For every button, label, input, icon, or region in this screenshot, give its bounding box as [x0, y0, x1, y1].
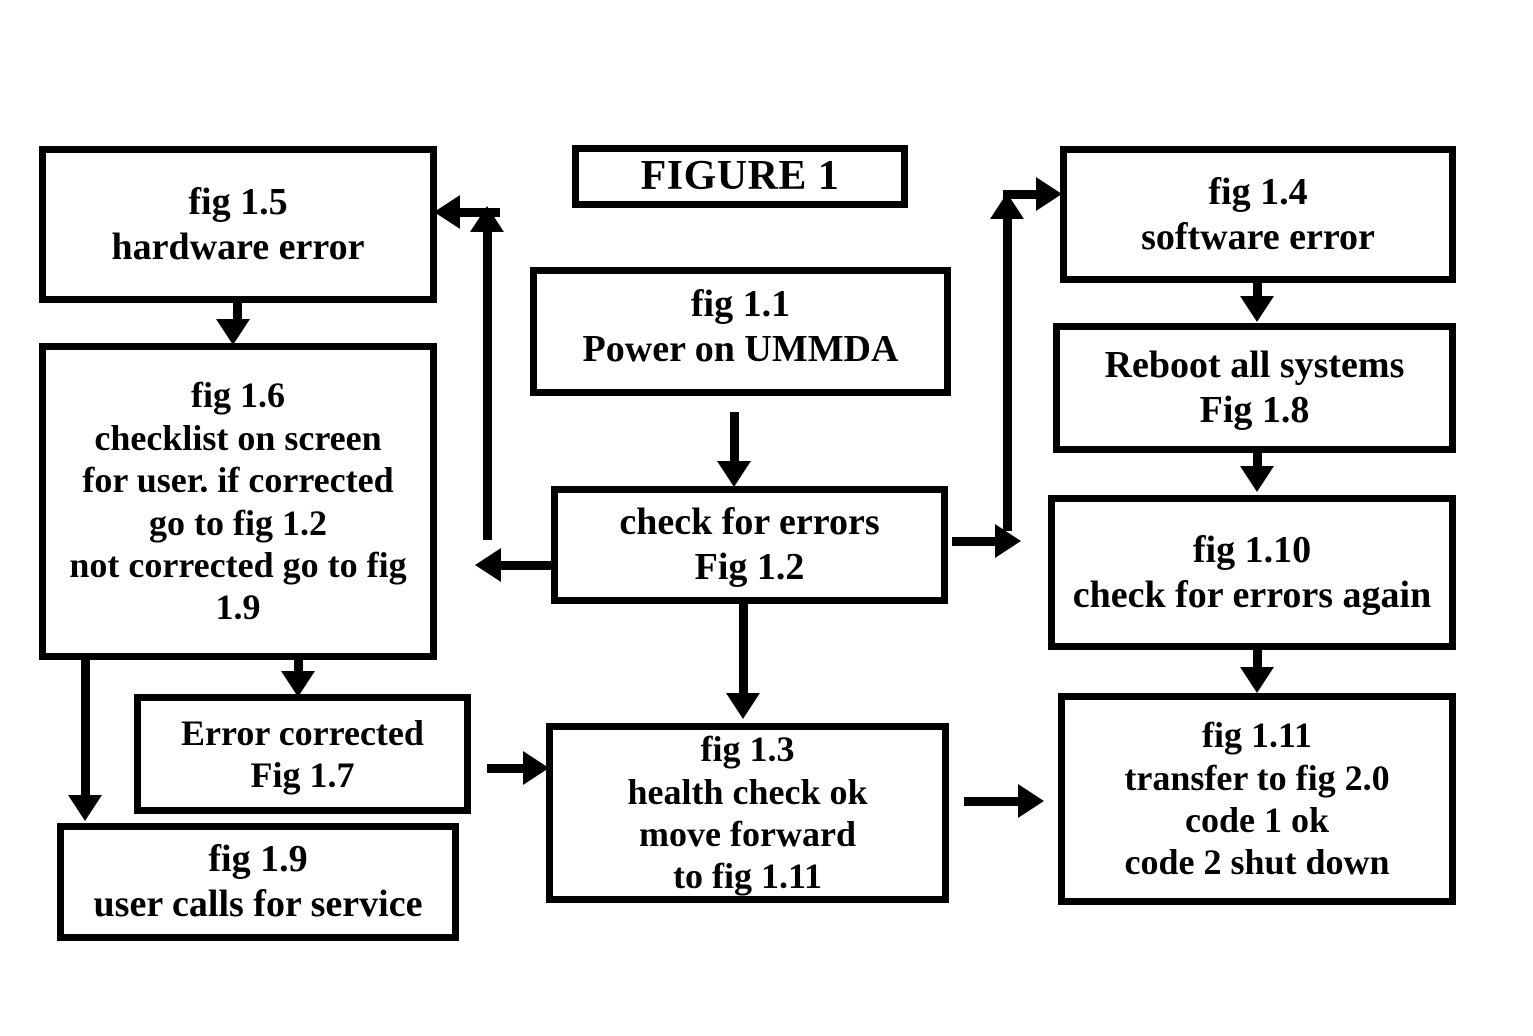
node-fig-1-8-label: Reboot all systems Fig 1.8	[1104, 344, 1405, 431]
arrow-down-icon	[726, 693, 760, 719]
arrow-down-icon	[1240, 296, 1274, 322]
node-fig-1-10-label: fig 1.10 check for errors again	[1072, 528, 1432, 616]
node-fig-1-8[interactable]: Reboot all systems Fig 1.8	[1053, 323, 1456, 453]
arrow-down-icon	[1240, 667, 1274, 693]
node-fig-1-9-label: fig 1.9 user calls for service	[93, 838, 423, 925]
arrow-right-icon	[1036, 177, 1062, 211]
arrow-left-icon	[475, 548, 501, 582]
node-fig-1-1-label: fig 1.1 Power on UMMDA	[582, 283, 899, 370]
node-fig-1-2-label: check for errors Fig 1.2	[619, 501, 880, 588]
node-fig-1-3[interactable]: fig 1.3 health check ok move forward to …	[546, 723, 949, 903]
arrow-down-icon	[1240, 466, 1274, 492]
arrow-down-icon	[717, 461, 751, 487]
node-fig-1-11-label: fig 1.11 transfer to fig 2.0 code 1 ok c…	[1124, 715, 1390, 883]
arrow-left-icon	[434, 195, 460, 229]
node-fig-1-11[interactable]: fig 1.11 transfer to fig 2.0 code 1 ok c…	[1058, 693, 1456, 905]
node-fig-1-3-label: fig 1.3 health check ok move forward to …	[627, 729, 868, 897]
node-fig-1-1[interactable]: fig 1.1 Power on UMMDA	[530, 267, 951, 396]
arrow-down-icon	[216, 319, 250, 345]
arrow-down-icon	[68, 795, 102, 821]
arrow-right-icon	[523, 751, 549, 785]
node-fig-1-7-label: Error corrected Fig 1.7	[181, 712, 424, 795]
node-fig-1-9[interactable]: fig 1.9 user calls for service	[57, 823, 459, 941]
node-fig-1-6-label: fig 1.6 checklist on screen for user. if…	[69, 375, 407, 628]
node-fig-1-4-label: fig 1.4 software error	[1141, 170, 1375, 258]
node-fig-1-7[interactable]: Error corrected Fig 1.7	[134, 694, 471, 814]
figure-title-label: FIGURE 1	[640, 152, 840, 199]
node-fig-1-6[interactable]: fig 1.6 checklist on screen for user. if…	[39, 343, 437, 660]
arrow-right-icon	[1018, 784, 1044, 818]
node-fig-1-5-label: fig 1.5 hardware error	[111, 180, 365, 268]
arrow-down-icon	[281, 671, 315, 697]
node-fig-1-4[interactable]: fig 1.4 software error	[1060, 146, 1456, 283]
node-figure-title: FIGURE 1	[572, 145, 908, 208]
node-fig-1-2[interactable]: check for errors Fig 1.2	[551, 486, 948, 604]
node-fig-1-10[interactable]: fig 1.10 check for errors again	[1048, 495, 1456, 650]
node-fig-1-5[interactable]: fig 1.5 hardware error	[39, 146, 437, 303]
